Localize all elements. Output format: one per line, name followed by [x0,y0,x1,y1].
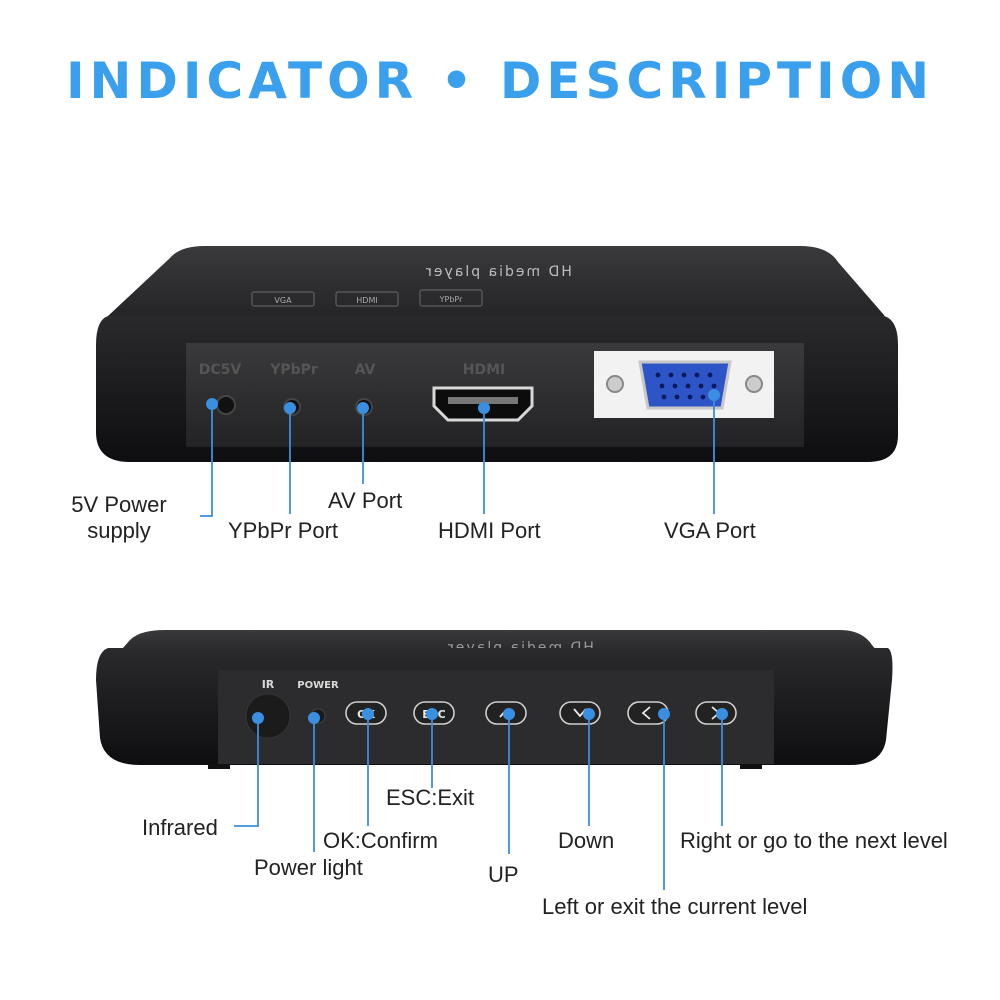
dot-hdmi [478,402,490,414]
back-device: HD media player VGA HDMI YPbPr DC5V YPbP… [96,246,898,462]
back-device-top [104,246,887,336]
dot-left [658,708,670,720]
dot-down [583,708,595,720]
marking-hdmi: HDMI [463,362,505,378]
badge-hdmi: HDMI [356,296,377,305]
left-arrow-icon [641,706,651,720]
dot-power-light [308,712,320,724]
label-ypbpr-port: YPbPr Port [228,518,339,543]
vga-connector [638,360,732,410]
label-right: Right or go to the next level [680,828,948,853]
marking-dc5v: DC5V [199,362,242,378]
front-device: HD media player IR POWER OK ESC [96,630,893,769]
front-callout-lines [234,714,723,890]
label-power-supply-line1: 5V Power [71,492,167,517]
dc-jack [216,395,236,415]
dot-right [716,708,728,720]
back-callout-lines [200,395,715,517]
dot-ypbpr [284,402,296,414]
marking-ir: IR [262,678,275,691]
label-esc-exit: ESC:Exit [386,785,475,810]
back-callout-dots [206,389,720,414]
label-hdmi-port: HDMI Port [438,518,541,543]
vga-screw-left [606,375,624,393]
marking-ypbpr: YPbPr [269,362,318,378]
dot-av [357,402,369,414]
dot-vga [708,389,720,401]
front-callout-dots [252,708,728,724]
page-title: INDICATOR • DESCRIPTION [65,52,935,110]
dot-ok [362,708,374,720]
dot-esc [426,708,438,720]
label-infrared: Infrared [142,815,218,840]
label-power-supply-line2: supply [87,518,151,543]
back-device-top-text: HD media player [424,264,572,280]
label-up: UP [488,862,519,887]
badge-ypbpr: YPbPr [439,295,463,304]
back-top-badges: VGA HDMI YPbPr [251,289,483,307]
label-down: Down [558,828,615,853]
dot-infrared [252,712,264,724]
vga-screw-right [745,375,763,393]
dot-up [503,708,515,720]
label-ok-confirm: OK:Confirm [323,828,438,853]
label-power-supply: 5V Power supply [66,492,172,544]
marking-power: POWER [297,680,339,691]
dot-power-supply [206,398,218,410]
right-button[interactable] [695,701,737,725]
label-vga-port: VGA Port [664,518,756,543]
ir-window [245,693,291,739]
label-power-light: Power light [254,855,363,880]
label-av-port: AV Port [328,488,403,513]
marking-av: AV [355,362,376,378]
label-left: Left or exit the current level [542,894,808,919]
badge-vga: VGA [274,296,292,305]
